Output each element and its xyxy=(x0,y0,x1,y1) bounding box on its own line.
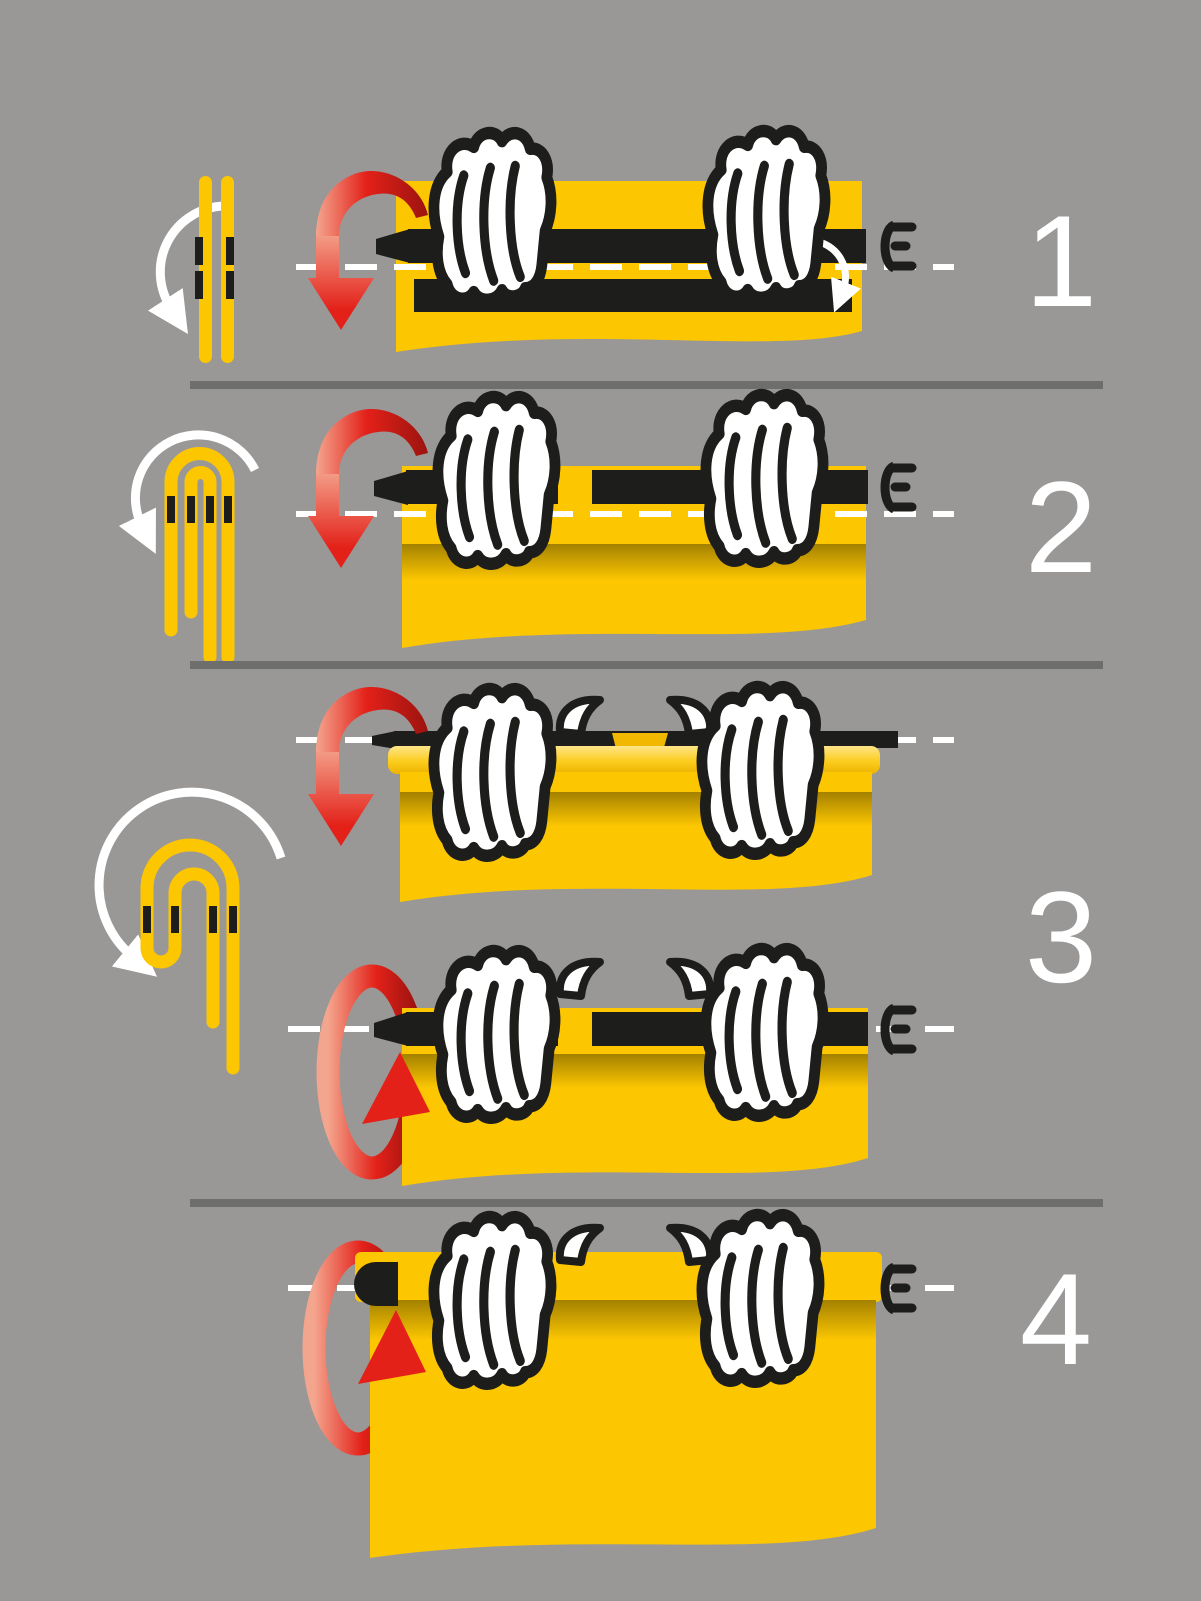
left-hand xyxy=(434,133,551,300)
left-hand xyxy=(438,397,555,564)
step-number-1: 1 xyxy=(1024,188,1097,334)
rolled-spiral-cross-section-icon xyxy=(94,787,286,1075)
right-hand xyxy=(702,687,819,854)
step-3-lower-figure xyxy=(288,949,954,1186)
roll-up-arrowhead-icon xyxy=(358,1310,426,1384)
step-number-2: 2 xyxy=(1024,454,1097,600)
thumb-tip-icon xyxy=(670,962,710,996)
step-1-figure xyxy=(148,131,954,363)
counterclockwise-roll-arrow-icon xyxy=(148,201,225,335)
buckle-icon xyxy=(885,1008,912,1051)
roll-up-arrowhead-icon xyxy=(362,1052,430,1124)
single-fold-cross-section-icon xyxy=(118,430,260,664)
step-number-3: 3 xyxy=(1024,864,1097,1010)
right-hand xyxy=(706,395,823,562)
step-4-figure xyxy=(288,1215,954,1558)
left-hand xyxy=(438,951,555,1118)
buckle-icon xyxy=(885,466,912,509)
right-hand xyxy=(706,949,823,1116)
section-divider xyxy=(190,661,1103,669)
thumb-tip-icon xyxy=(560,700,600,734)
section-divider xyxy=(190,381,1103,389)
section-divider xyxy=(190,1199,1103,1207)
step-3-upper-figure xyxy=(94,687,954,1075)
right-hand xyxy=(702,1215,819,1382)
right-hand xyxy=(708,131,825,298)
counterclockwise-roll-arrow-icon xyxy=(94,787,286,977)
flat-layers-cross-section-icon xyxy=(148,176,234,363)
left-hand xyxy=(434,689,551,856)
step-number-4: 4 xyxy=(1019,1246,1092,1392)
buckle-icon xyxy=(885,225,912,268)
buckle-icon xyxy=(885,1267,912,1310)
thumb-tip-icon xyxy=(670,700,710,734)
thumb-tip-icon xyxy=(560,962,600,996)
counterclockwise-roll-arrow-icon xyxy=(118,430,260,554)
left-hand xyxy=(434,1217,551,1384)
bar-end-stub xyxy=(354,1262,398,1306)
step-2-figure xyxy=(118,395,954,664)
